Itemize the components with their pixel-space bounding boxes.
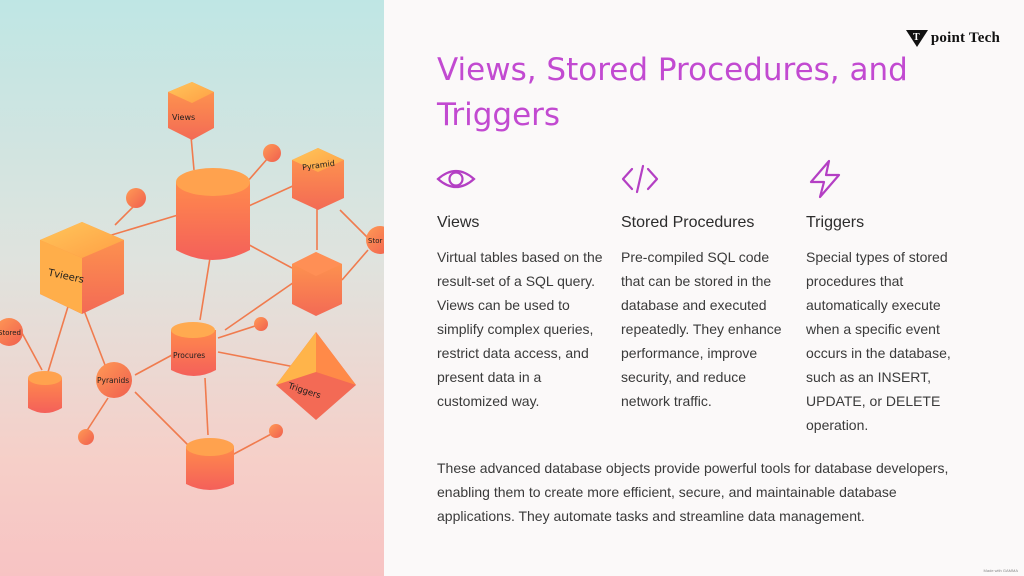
eye-icon: [436, 169, 476, 189]
database-network-illustration: Views Pyramid Stor: [0, 82, 384, 490]
content-panel: [384, 0, 1024, 576]
gamma-watermark: Made with GAMMA: [983, 568, 1018, 573]
stored-node-label: Stored: [0, 329, 21, 337]
procedures-cylinder: Procures: [171, 322, 216, 376]
triggers-heading: Triggers: [806, 214, 865, 231]
stored-procedures-description: Pre-compiled SQL code that can be stored…: [621, 249, 782, 409]
summary-paragraph: These advanced database objects provide …: [437, 460, 949, 524]
decorative-balls: [78, 144, 283, 445]
pyranids-node: Pyranids: [96, 362, 132, 398]
stored-procedures-heading: Stored Procedures: [621, 214, 755, 231]
logo-text: point Tech: [930, 29, 1000, 46]
pyranids-node-label: Pyranids: [97, 376, 129, 385]
logo-mark-icon: T: [905, 30, 928, 47]
svg-text:T: T: [913, 32, 920, 43]
views-node-label: Views: [172, 113, 195, 122]
triggers-pyramid: Triggers: [276, 332, 356, 420]
views-description: Virtual tables based on the result-set o…: [437, 249, 603, 409]
pyramid-cube: Pyramid: [292, 148, 344, 210]
bottom-cylinder: [186, 438, 234, 490]
views-cube: Views: [168, 82, 214, 140]
lightning-icon: [809, 159, 841, 199]
center-cylinder: [176, 168, 250, 260]
triggers-description: Special types of stored procedures that …: [806, 249, 951, 433]
code-icon: [621, 164, 659, 194]
stor-node-label: Stor: [368, 237, 382, 245]
stor-node: Stor: [366, 226, 384, 254]
left-cylinder: [28, 371, 62, 413]
illustration-panel: Views Pyramid Stor: [0, 0, 384, 576]
views-heading: Views: [437, 214, 480, 231]
stored-node: Stored: [0, 318, 23, 346]
tvieers-cube: Tvieers: [40, 222, 124, 314]
right-cube: [292, 252, 342, 316]
procedures-node-label: Procures: [173, 351, 205, 360]
slide-title: Views, Stored Procedures, and Triggers: [437, 52, 908, 133]
tpoint-tech-logo: T point Tech: [905, 28, 1000, 48]
